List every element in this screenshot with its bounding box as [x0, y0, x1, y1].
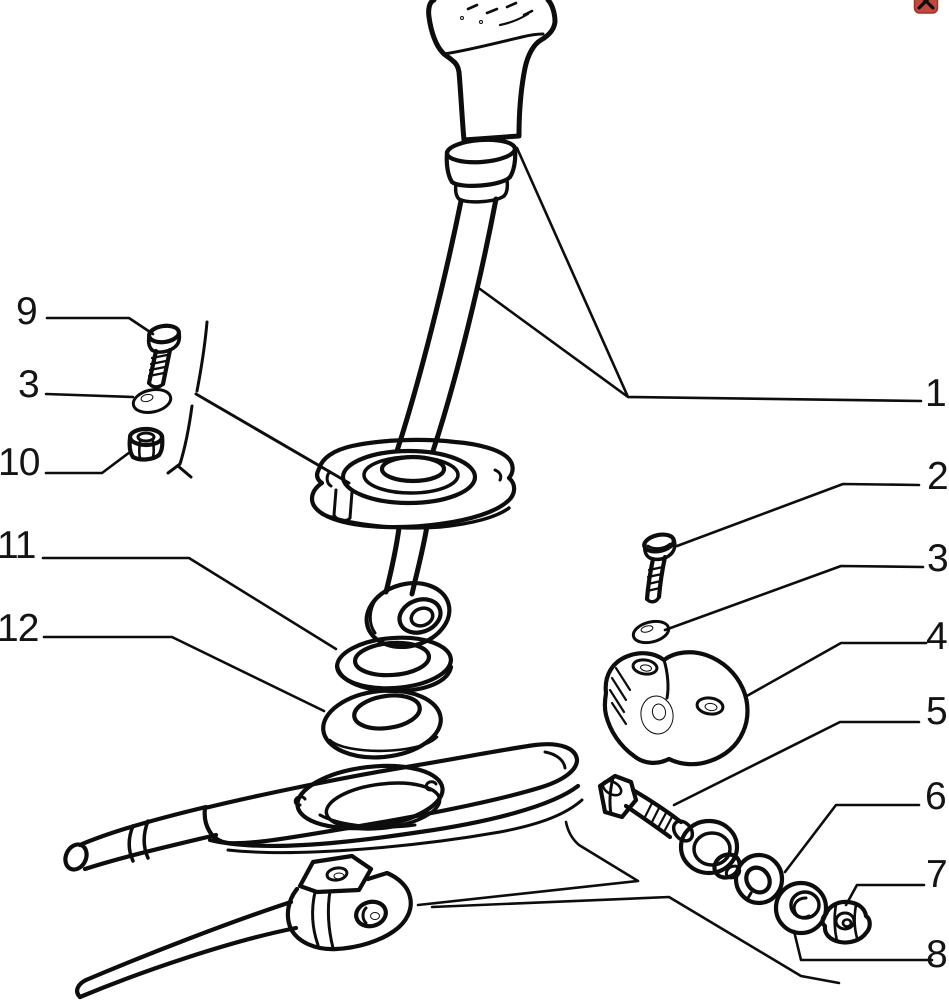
pointer-check-line: [416, 820, 640, 907]
support-bracket-arm: [202, 742, 584, 855]
callout-label-1: 1: [925, 372, 947, 415]
bolt-part-2: [642, 532, 677, 604]
screw-part-9: [146, 323, 182, 389]
leader-line-3-left: [44, 392, 135, 399]
leader-line-3-right: [663, 564, 925, 632]
broken-image-icon: [913, 0, 939, 14]
callout-label-4: 4: [926, 615, 948, 658]
callout-label-8: 8: [926, 933, 948, 976]
gear-lever-shaft: [394, 196, 499, 454]
pivot-bolt-part-5: [597, 773, 695, 843]
clamp-bracket-part-4: [602, 650, 750, 767]
callout-label-5: 5: [926, 690, 948, 733]
nut-part-7: [820, 899, 872, 945]
leader-line-4: [743, 641, 928, 699]
callout-label-3-left: 3: [18, 363, 40, 406]
leader-lines: [41, 146, 934, 985]
leader-line-1: [478, 146, 923, 403]
callout-label-3-right: 3: [927, 537, 949, 580]
boot-retainer-plate: [309, 437, 517, 530]
washer-part-3-right: [631, 619, 671, 645]
callout-label-10: 10: [0, 441, 40, 484]
flat-washer-part-11: [334, 635, 454, 694]
leader-line-11: [41, 556, 338, 651]
flanged-bushing-part-8: [773, 880, 829, 936]
leader-line-9: [45, 316, 155, 336]
leader-line-2: [675, 482, 921, 548]
callout-label-12: 12: [0, 607, 39, 650]
rod-clevis: [285, 853, 413, 952]
washer-part-3-left: [131, 388, 173, 414]
leader-line-7: [844, 883, 926, 907]
bushing-part-6: [678, 818, 742, 880]
nut-part-10: [127, 426, 165, 462]
gear-knob: [426, 0, 558, 143]
callout-label-7: 7: [926, 853, 948, 896]
leader-line-6: [783, 803, 921, 874]
leader-line-5: [672, 720, 921, 807]
knob-collar: [444, 137, 518, 204]
rubber-bushing-part-12: [321, 688, 443, 760]
leader-line-12: [42, 635, 326, 713]
upper-selector-rod: [63, 804, 219, 872]
callout-label-6: 6: [925, 775, 947, 818]
lower-selector-rod: [75, 899, 299, 1000]
callout-label-9: 9: [16, 290, 38, 333]
leader-line-10: [44, 450, 132, 475]
bracket-reference-lines: [166, 320, 351, 485]
callout-label-11: 11: [0, 524, 36, 567]
pointer-long-line: [430, 895, 841, 985]
leader-line-8: [792, 929, 934, 962]
callout-label-2: 2: [927, 455, 949, 498]
ring-washer-part: [733, 852, 785, 906]
